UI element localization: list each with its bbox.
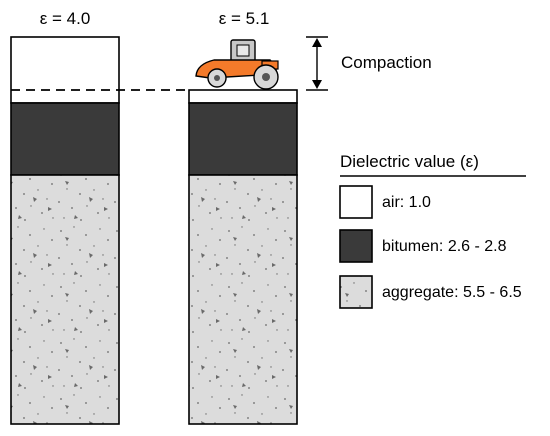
legend: Dielectric value (ε) air: 1.0 bitumen: 2… [339,152,526,309]
column-2-aggregate-layer [188,174,298,425]
column-2-air-layer [188,89,298,104]
column-1-bitumen-layer [10,102,120,176]
column-compacted [188,89,298,425]
legend-label-bitumen: bitumen: 2.6 - 2.8 [382,238,507,255]
legend-swatch-bitumen [339,229,373,263]
column-1-air-layer [10,36,120,104]
double-arrow-icon [306,36,328,91]
compaction-label: Compaction [341,53,432,72]
legend-label-air: air: 1.0 [382,194,431,211]
legend-swatch-air [339,185,373,219]
legend-label-aggregate: aggregate: 5.5 - 6.5 [382,284,522,301]
road-roller-icon [195,39,279,90]
column-2-epsilon-label: ε = 5.1 [219,9,270,28]
legend-title: Dielectric value (ε) [340,152,479,171]
column-1-epsilon-label: ε = 4.0 [40,9,91,28]
column-uncompacted [10,36,120,425]
legend-swatch-aggregate [339,275,373,309]
column-2-bitumen-layer [188,102,298,176]
column-1-aggregate-layer [10,174,120,425]
